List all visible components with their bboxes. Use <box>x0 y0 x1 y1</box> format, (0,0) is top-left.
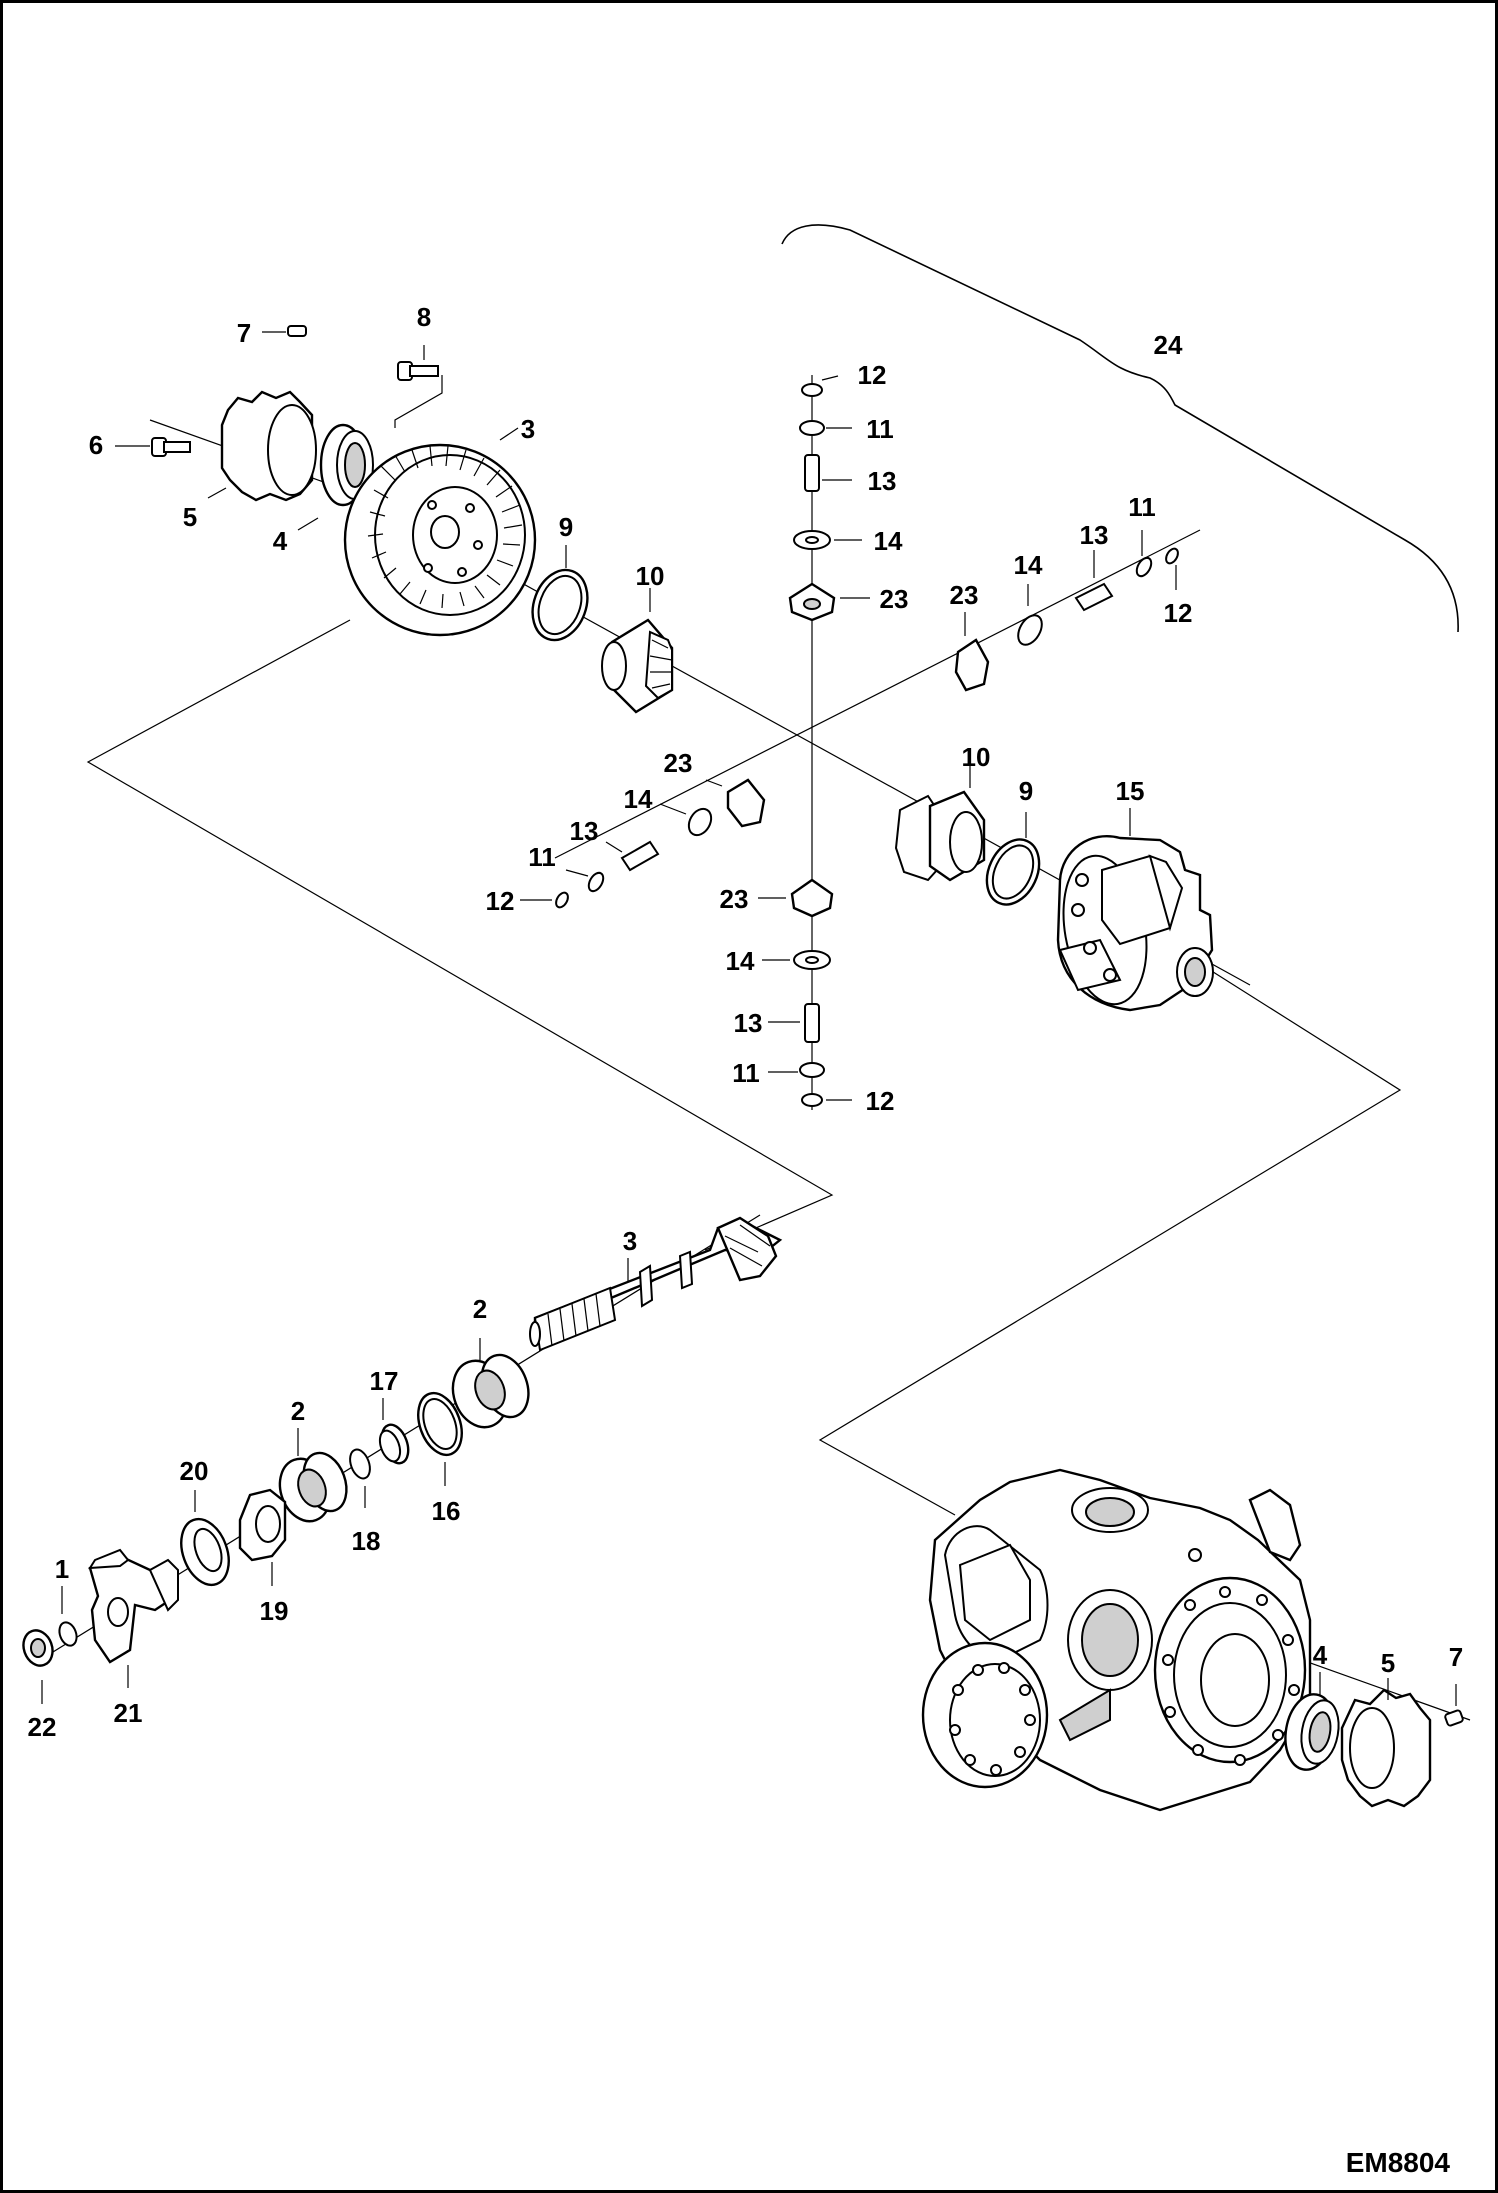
axle-housing <box>921 1468 1312 1812</box>
callout-16: 16 <box>432 1496 461 1526</box>
bearing-4-bottom <box>1284 1672 1340 1771</box>
callout-14: 14 <box>1014 550 1043 580</box>
callout-13: 13 <box>570 816 599 846</box>
pin-13-left <box>605 840 660 872</box>
bearing-2-right <box>451 1338 530 1429</box>
pinion-gear-23-bottom <box>758 878 834 918</box>
callout-5: 5 <box>183 502 197 532</box>
callout-14: 14 <box>726 946 755 976</box>
ring-11-bottom <box>768 1062 825 1078</box>
pinion-shaft-3 <box>529 1216 783 1352</box>
callout-11: 11 <box>528 842 556 872</box>
callout-23: 23 <box>664 748 693 778</box>
callout-9: 9 <box>559 512 573 542</box>
callout-11: 11 <box>732 1058 760 1088</box>
ring-12-top <box>801 375 839 397</box>
bolt-7-bottom <box>1444 1684 1464 1727</box>
ring-11-left <box>565 869 605 893</box>
bearing-2-left <box>278 1428 348 1523</box>
ring-18 <box>349 1448 371 1508</box>
callout-3: 3 <box>623 1226 637 1256</box>
callout-7: 7 <box>237 318 251 348</box>
callout-3: 3 <box>521 414 535 444</box>
callout-11: 11 <box>866 414 894 444</box>
oring-9-top <box>531 545 589 642</box>
callout-4: 4 <box>1313 1640 1328 1670</box>
callout-2: 2 <box>473 1294 487 1324</box>
callout-23: 23 <box>950 580 979 610</box>
ring-gear-3-top <box>343 427 537 637</box>
callout-13: 13 <box>1080 520 1109 550</box>
drive-sprocket-5-bottom <box>1340 1678 1432 1808</box>
nut-19 <box>238 1488 287 1586</box>
callout-10: 10 <box>962 742 991 772</box>
ring-11-top <box>799 420 852 436</box>
bolt-8 <box>397 345 439 381</box>
ring-12-left <box>520 891 569 909</box>
pin-13-right <box>1074 550 1114 612</box>
yoke-21 <box>88 1548 179 1688</box>
oring-16 <box>417 1391 463 1486</box>
callout-6: 6 <box>89 430 103 460</box>
spacer-17 <box>378 1398 410 1465</box>
washer-14-left <box>659 803 713 837</box>
callout-9: 9 <box>1019 776 1033 806</box>
washer-14-right <box>1017 584 1043 646</box>
callout-15: 15 <box>1116 776 1145 806</box>
callout-23: 23 <box>880 584 909 614</box>
callout-1: 1 <box>55 1554 69 1584</box>
pin-13-bottom <box>768 1003 820 1043</box>
nut-22 <box>22 1629 54 1704</box>
pinion-gear-23-right <box>954 612 990 692</box>
callout-13: 13 <box>868 466 897 496</box>
callout-19: 19 <box>260 1596 289 1626</box>
callout-2: 2 <box>291 1396 305 1426</box>
washer-14-top <box>793 530 862 550</box>
callout-8: 8 <box>417 302 431 332</box>
callout-11: 11 <box>1128 492 1156 522</box>
callout-12: 12 <box>486 886 515 916</box>
differential-case-15 <box>1056 808 1214 1012</box>
callout-18: 18 <box>352 1526 381 1556</box>
callout-4: 4 <box>273 526 288 556</box>
callout-7: 7 <box>1449 1642 1463 1672</box>
callout-12: 12 <box>866 1086 895 1116</box>
callout-5: 5 <box>1381 1648 1395 1678</box>
pinion-gear-23-top <box>788 582 870 622</box>
side-gear-10-top <box>601 588 674 714</box>
callout-24: 24 <box>1154 330 1183 360</box>
pin-13-top <box>804 454 852 492</box>
callout-12: 12 <box>858 360 887 390</box>
callout-labels: 7 8 3 6 5 4 9 10 24 12 11 13 14 23 11 13… <box>28 302 1464 1742</box>
assembly-bracket <box>781 224 1459 633</box>
callout-21: 21 <box>114 1698 143 1728</box>
bolt-7-top <box>262 325 307 337</box>
ring-12-right <box>1165 547 1179 590</box>
callout-22: 22 <box>28 1712 57 1742</box>
callout-23: 23 <box>720 884 749 914</box>
callout-20: 20 <box>180 1456 209 1486</box>
ring-11-right <box>1135 530 1153 578</box>
oring-9-right <box>985 812 1041 906</box>
drawing-code: EM8804 <box>1346 2147 1451 2178</box>
callout-17: 17 <box>370 1366 399 1396</box>
bolt-6 <box>115 437 191 457</box>
callout-14: 14 <box>624 784 653 814</box>
pinion-gear-23-left <box>705 778 766 828</box>
callout-10: 10 <box>636 561 665 591</box>
callout-12: 12 <box>1164 598 1193 628</box>
seal-20 <box>180 1490 230 1587</box>
ring-1 <box>58 1586 78 1647</box>
drive-sprocket-5-top <box>207 390 317 502</box>
ring-12-bottom <box>801 1093 852 1107</box>
callout-14: 14 <box>874 526 903 556</box>
side-gear-10-right <box>894 766 986 882</box>
washer-14-bottom <box>762 950 831 970</box>
callout-13: 13 <box>734 1008 763 1038</box>
